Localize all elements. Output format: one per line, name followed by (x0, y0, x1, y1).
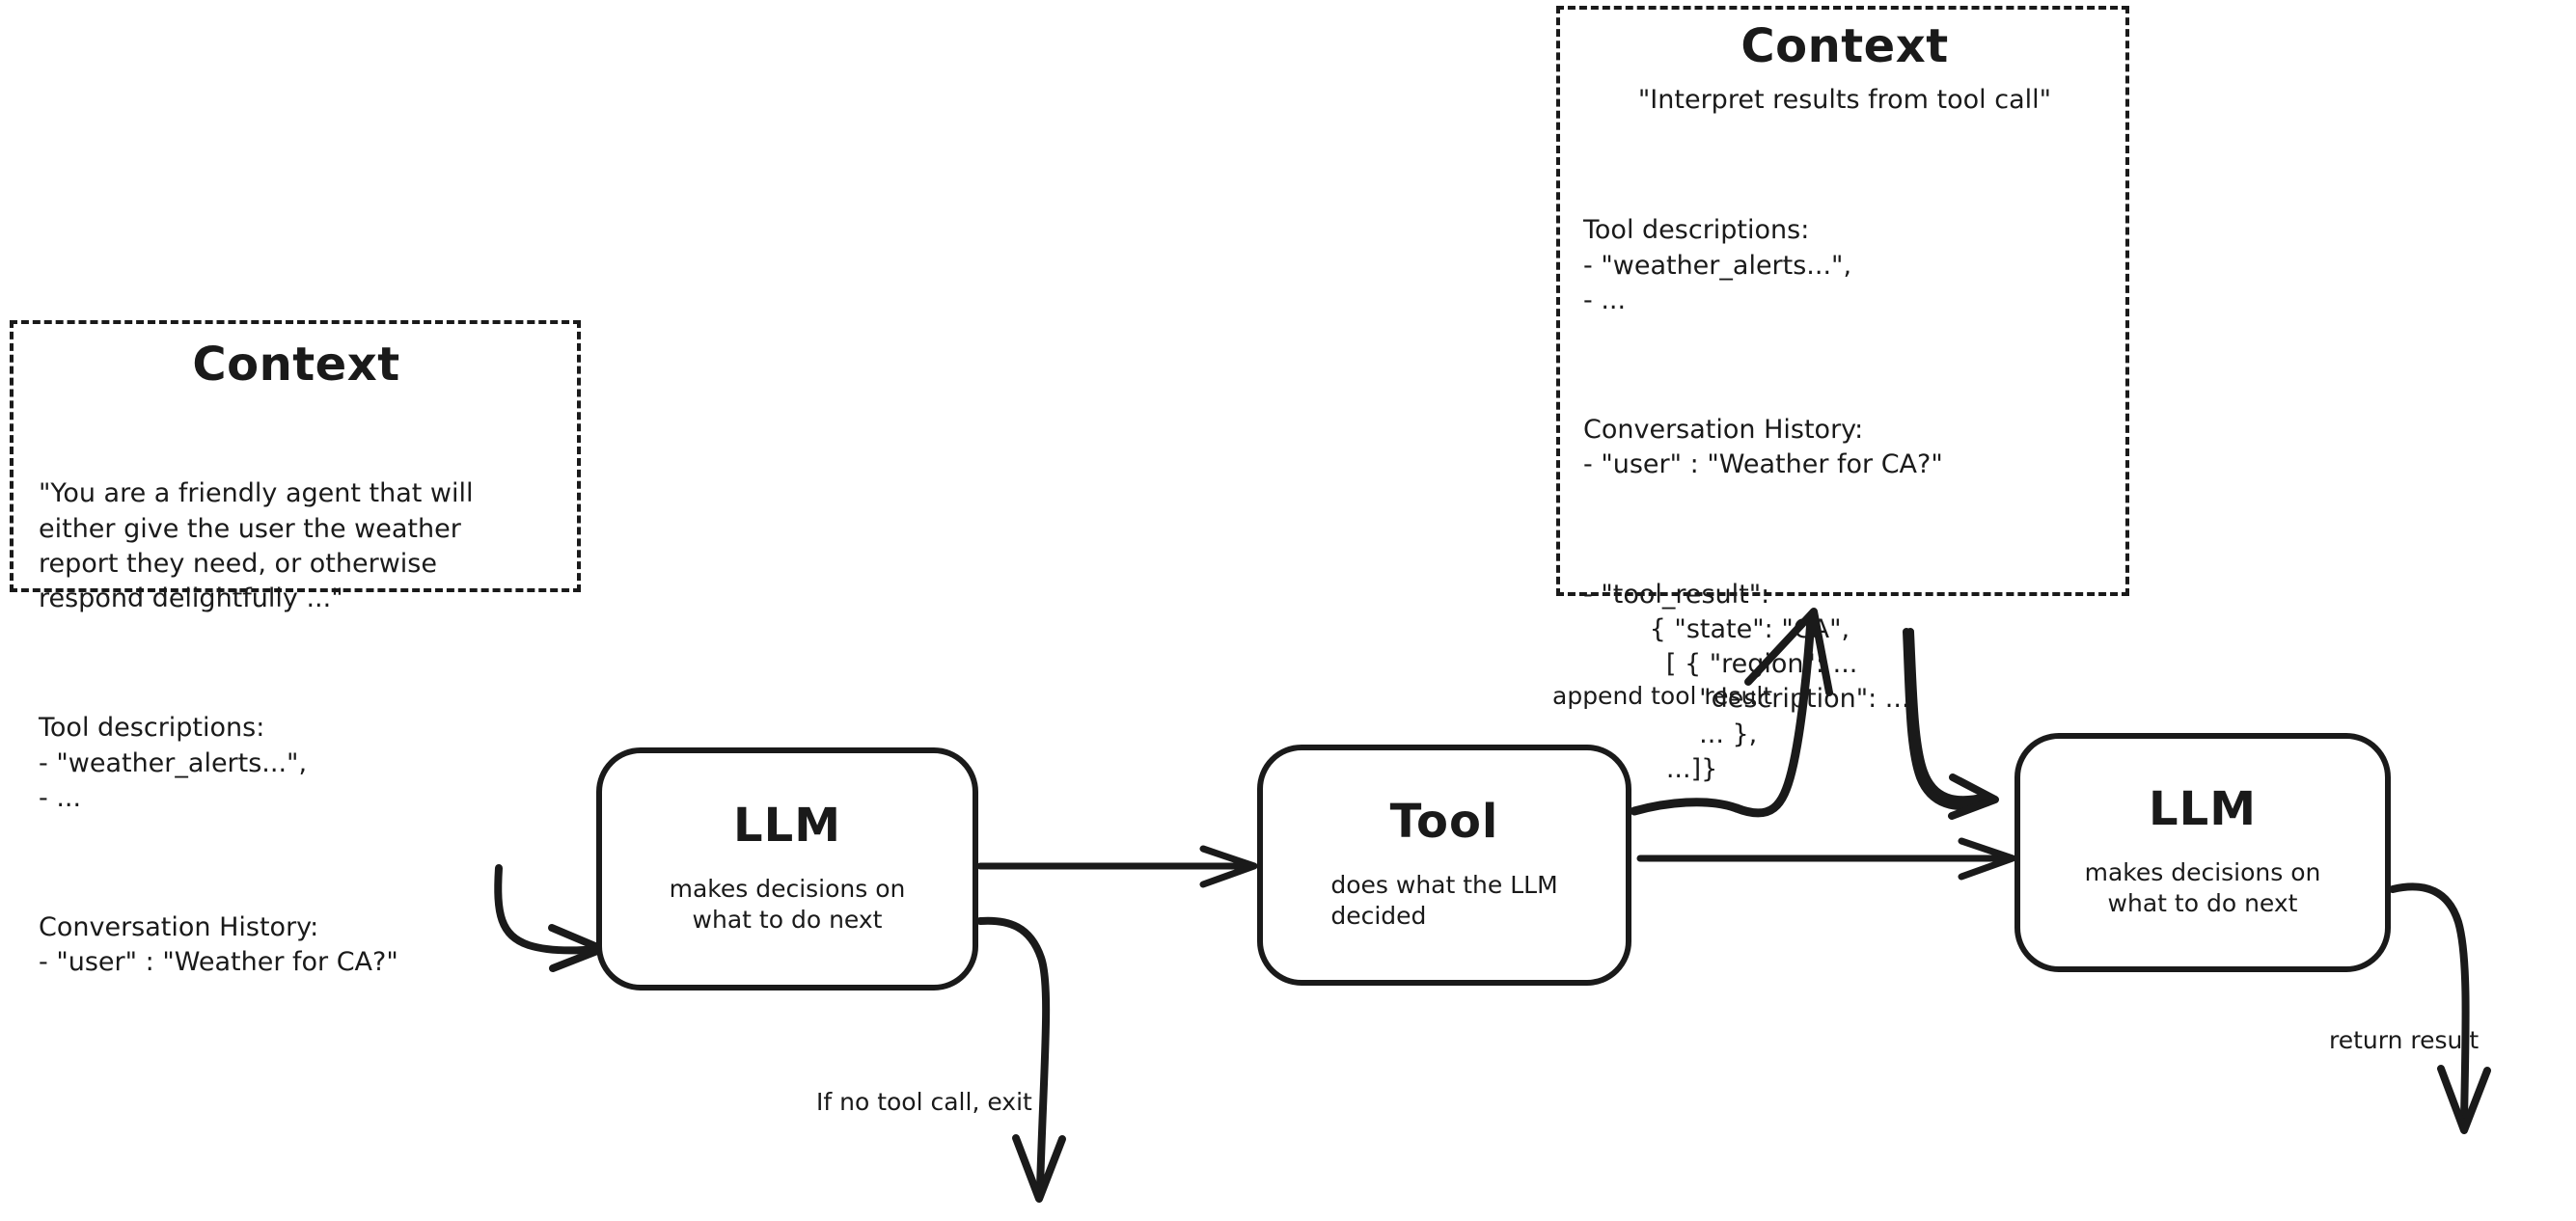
edge-llm1-to-tool (976, 845, 1258, 888)
edge-llm2-return (2389, 882, 2491, 1134)
context-panel-after-tool-title: Context (1740, 19, 1949, 73)
tool-descriptions-text: Tool descriptions: - "weather_alerts..."… (39, 713, 308, 813)
node-tool-subtitle: does what the LLM decided (1330, 871, 1558, 930)
node-tool-title: Tool (1389, 795, 1499, 849)
context-panel-initial-title: Context (192, 338, 400, 392)
edge-label-if-no-tool-call-exit: If no tool call, exit (816, 1088, 1032, 1116)
tool-descriptions-text-2: Tool descriptions: - "weather_alerts..."… (1583, 215, 1852, 315)
node-llm-first[interactable]: LLM makes decisions on what to do next (596, 747, 978, 990)
context-panel-initial-body: "You are a friendly agent that will eith… (39, 407, 554, 1050)
node-llm-second-subtitle: makes decisions on what to do next (2084, 858, 2321, 917)
node-llm-first-title: LLM (733, 799, 841, 853)
edge-label-append-tool-result: append tool result (1552, 682, 1773, 710)
node-llm-first-subtitle: makes decisions on what to do next (669, 875, 906, 934)
conversation-history-text-2: Conversation History: - "user" : "Weathe… (1583, 415, 1943, 480)
node-llm-second-title: LLM (2149, 782, 2257, 836)
edge-label-return-result: return result (2329, 1026, 2480, 1054)
node-tool[interactable]: Tool does what the LLM decided (1257, 745, 1631, 986)
node-llm-second[interactable]: LLM makes decisions on what to do next (2014, 733, 2391, 972)
conversation-history-text: Conversation History: - "user" : "Weathe… (39, 912, 398, 978)
tool-result-text: - "tool_result": { "state": "CA", [ { "r… (1583, 579, 1910, 784)
system-prompt-text: "You are a friendly agent that will eith… (39, 478, 474, 613)
context-panel-after-tool-body: Tool descriptions: - "weather_alerts..."… (1583, 144, 2106, 856)
edge-llm1-exit (976, 916, 1066, 1203)
context-panel-initial: Context "You are a friendly agent that w… (10, 320, 581, 977)
context-panel-after-tool: Context "Interpret results from tool cal… (1556, 6, 2129, 784)
interpret-prompt-text: "Interpret results from tool call" (1637, 85, 2052, 115)
